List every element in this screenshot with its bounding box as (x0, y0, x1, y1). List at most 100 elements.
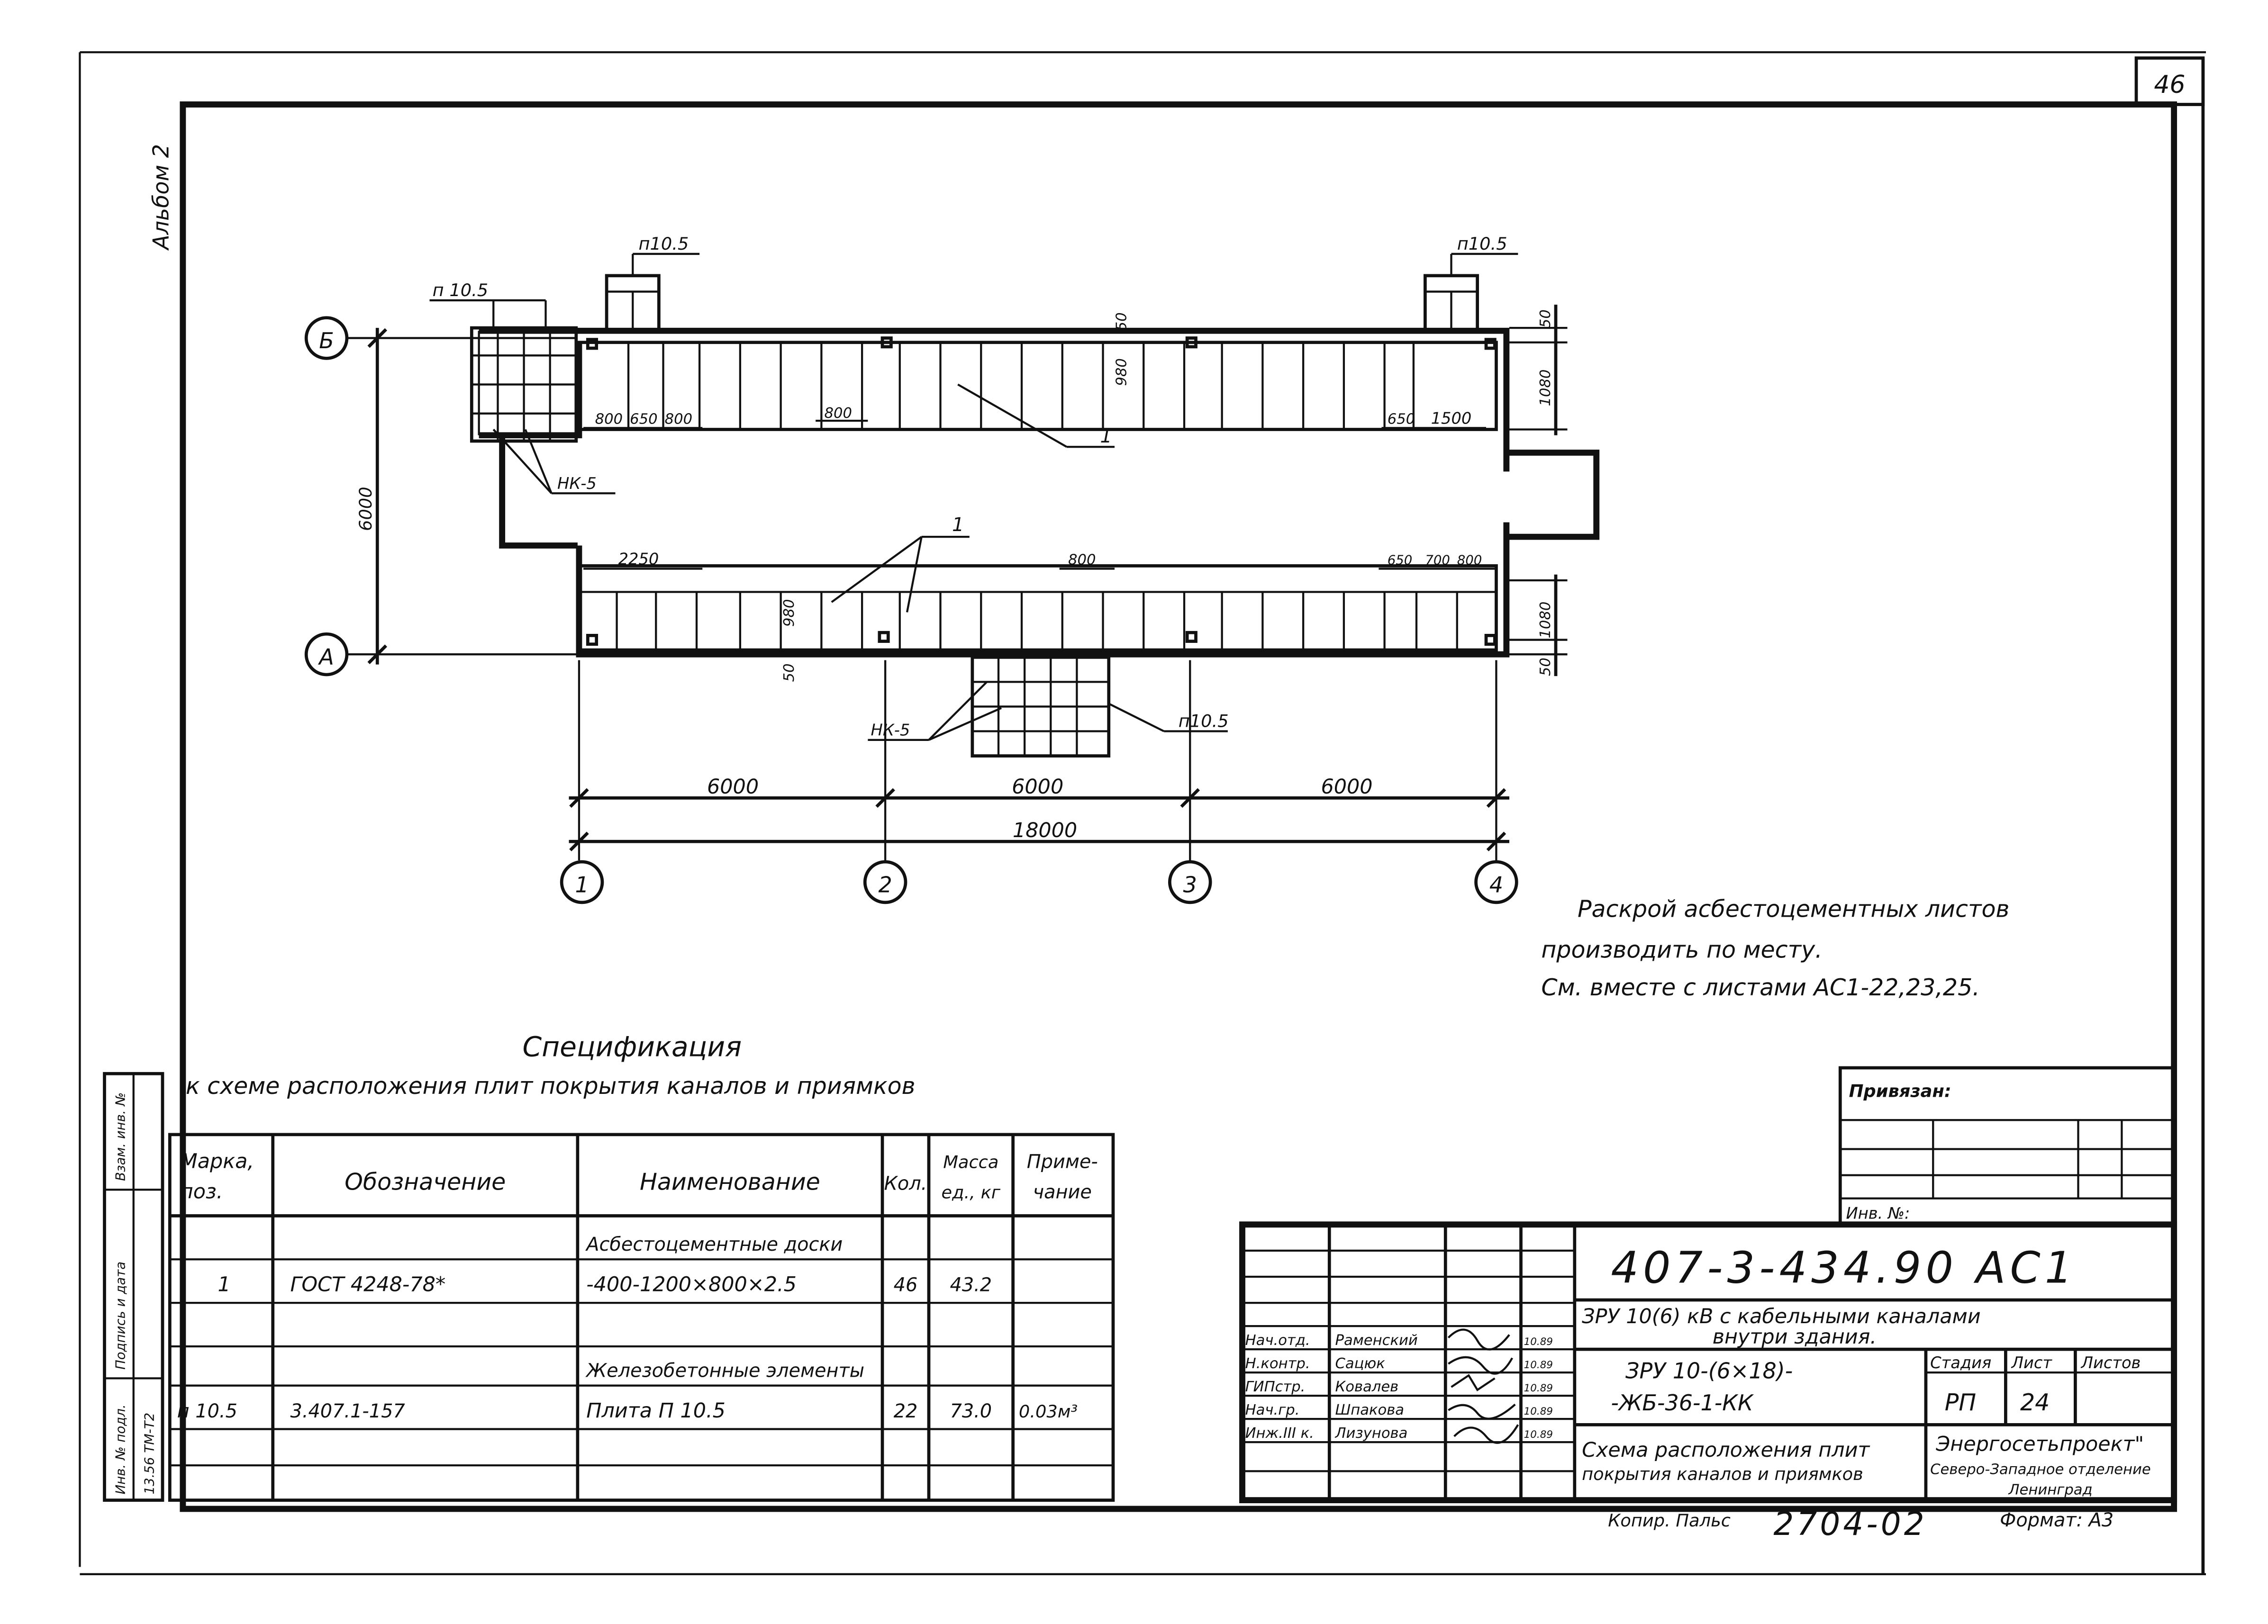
dim-800-b: 800 (665, 411, 692, 427)
axis-bubble-2 (863, 860, 907, 904)
structure-line-1: ЗРУ 10-(6×18)- (1625, 1358, 1793, 1383)
dim-span-3: 6000 (1321, 775, 1372, 799)
dim-800-c: 800 (825, 405, 852, 422)
side-stamp: Инв. № подл. Подпись и дата Взам. инв. №… (103, 1072, 164, 1502)
sheet-number: 46 (2154, 71, 2185, 99)
axis-bubble-1 (560, 860, 604, 904)
spec-title: Спецификация (523, 1031, 742, 1063)
name-5: Лизунова (1335, 1425, 1408, 1442)
spec-subtitle: к схеме расположения плит покрытия канал… (186, 1073, 915, 1100)
dim-1500: 1500 (1431, 409, 1472, 427)
label-slab-top-right: п10.5 (1457, 234, 1507, 254)
date-3: 10.89 (1524, 1382, 1553, 1394)
spec-header-designation: Обозначение (345, 1168, 506, 1195)
stamp-signature-date: Подпись и дата (113, 1262, 128, 1370)
spec-row2-mark: п 10.5 (177, 1400, 237, 1422)
sheets-header: Листов (2081, 1353, 2141, 1372)
note-line-3: См. вместе с листами АС1-22,23,25. (1541, 974, 1979, 1001)
date-1: 10.89 (1524, 1336, 1553, 1348)
dim-1080-bottom: 1080 (1537, 602, 1554, 639)
dim-50-right-top: 50 (1537, 309, 1554, 328)
dim-2250: 2250 (618, 550, 659, 568)
label-slab-left-pit: п 10.5 (433, 280, 489, 300)
spec-row2-note: 0.03м³ (1019, 1401, 1078, 1422)
stage-value: РП (1945, 1389, 1976, 1416)
bottom-plates (579, 591, 1497, 650)
dim-650-c: 650 (1388, 552, 1413, 568)
spec-header-mass-1: Масса (943, 1152, 998, 1172)
project-line-2: внутри здания. (1713, 1325, 1877, 1349)
dim-650-a: 650 (630, 411, 657, 427)
spec-group-2: Железобетонные элементы (585, 1360, 864, 1381)
sheet-header: Лист (2011, 1353, 2053, 1372)
dim-50-right-bottom: 50 (1537, 658, 1554, 676)
structure-line-2: -ЖБ-36-1-КК (1611, 1390, 1754, 1416)
dim-50-top: 50 (1114, 312, 1130, 331)
stamp-code: 13.56 ТМ-Т2 (142, 1413, 157, 1495)
spec-header-mark-1: Марка, (180, 1149, 254, 1173)
spec-row2-name: Плита П 10.5 (586, 1399, 726, 1423)
dim-50-bottom: 50 (781, 663, 798, 682)
stage-header: Стадия (1930, 1353, 1991, 1372)
signature-1 (1447, 1328, 1510, 1351)
dim-700: 700 (1425, 552, 1450, 568)
format-label: Формат: А3 (2000, 1509, 2114, 1531)
org-line-2: Северо-Западное отделение (1930, 1462, 2151, 1478)
spec-row1-qty: 46 (894, 1274, 918, 1296)
dim-800-e: 800 (1457, 552, 1482, 568)
axis-bubble-3 (1168, 860, 1212, 904)
axis-bubble-B (304, 316, 349, 360)
spec-header-mass-2: ед., кг (942, 1182, 1001, 1203)
name-1: Раменский (1335, 1332, 1418, 1349)
spec-row2-designation: 3.407.1-157 (290, 1400, 405, 1422)
org-line-1: Энергосетьпроект" (1935, 1432, 2144, 1456)
axis-label-B: Б (319, 328, 334, 353)
axis-bubble-4 (1474, 860, 1518, 904)
note-line-2: производить по месту. (1541, 936, 1822, 963)
dim-800-a: 800 (595, 411, 623, 427)
spec-group-1: Асбестоцементные доски (585, 1234, 843, 1255)
privyazan-label: Привязан: (1849, 1081, 1951, 1101)
label-plate-top: 1 (1100, 425, 1112, 447)
album-label: Альбом 2 (148, 144, 173, 251)
org-line-3: Ленинград (2008, 1481, 2093, 1498)
label-plate-bottom: 1 (952, 514, 964, 536)
date-5: 10.89 (1524, 1429, 1553, 1441)
note: Раскрой асбестоцементных листов производ… (1541, 895, 2009, 1001)
signature-4 (1448, 1403, 1516, 1420)
dim-total: 18000 (1013, 819, 1077, 842)
date-4: 10.89 (1524, 1406, 1553, 1417)
spec-header-qty: Кол. (884, 1173, 927, 1194)
spec-header-note-1: Приме- (1027, 1151, 1098, 1173)
dim-980-top: 980 (1114, 358, 1130, 386)
dim-span-1: 6000 (707, 775, 759, 799)
label-slab-top-left: п10.5 (639, 234, 689, 254)
spec-row1-mark: 1 (218, 1273, 230, 1297)
spec-header-name: Наименование (640, 1168, 820, 1195)
role-2: Н.контр. (1245, 1355, 1310, 1372)
dim-span-2: 6000 (1012, 775, 1063, 799)
axis-label-A: A (318, 644, 334, 670)
top-plates (627, 342, 1415, 430)
sheet-title-line-1: Схема расположения плит (1582, 1438, 1870, 1462)
copied-label: Копир. Пальс (1608, 1510, 1731, 1531)
axis-label-4: 4 (1489, 872, 1503, 897)
label-nk-left: НК-5 (557, 474, 597, 493)
title-block: Нач.отд. Раменский 10.89 Н.контр. Сацюк … (1239, 1221, 2177, 1504)
spec-row1-designation: ГОСТ 4248-78* (290, 1273, 446, 1297)
spec-header-mark-2: поз. (180, 1180, 223, 1204)
name-3: Ковалев (1335, 1379, 1399, 1395)
label-nk-bottom: НК-5 (871, 721, 910, 740)
dim-1080-top: 1080 (1537, 370, 1554, 406)
signature-3 (1451, 1374, 1496, 1391)
project-line-1: ЗРУ 10(6) кВ с кабельными каналами (1582, 1305, 1981, 1328)
dim-800-d: 800 (1068, 551, 1096, 568)
dim-6000-vertical: 6000 (355, 487, 376, 531)
order-number: 2704-02 (1773, 1505, 1927, 1543)
role-4: Нач.гр. (1245, 1402, 1300, 1418)
label-slab-bottom: п10.5 (1179, 711, 1229, 731)
date-2: 10.89 (1524, 1359, 1553, 1371)
inv-label: Инв. №: (1846, 1204, 1910, 1223)
role-5: Инж.III к. (1245, 1425, 1314, 1442)
